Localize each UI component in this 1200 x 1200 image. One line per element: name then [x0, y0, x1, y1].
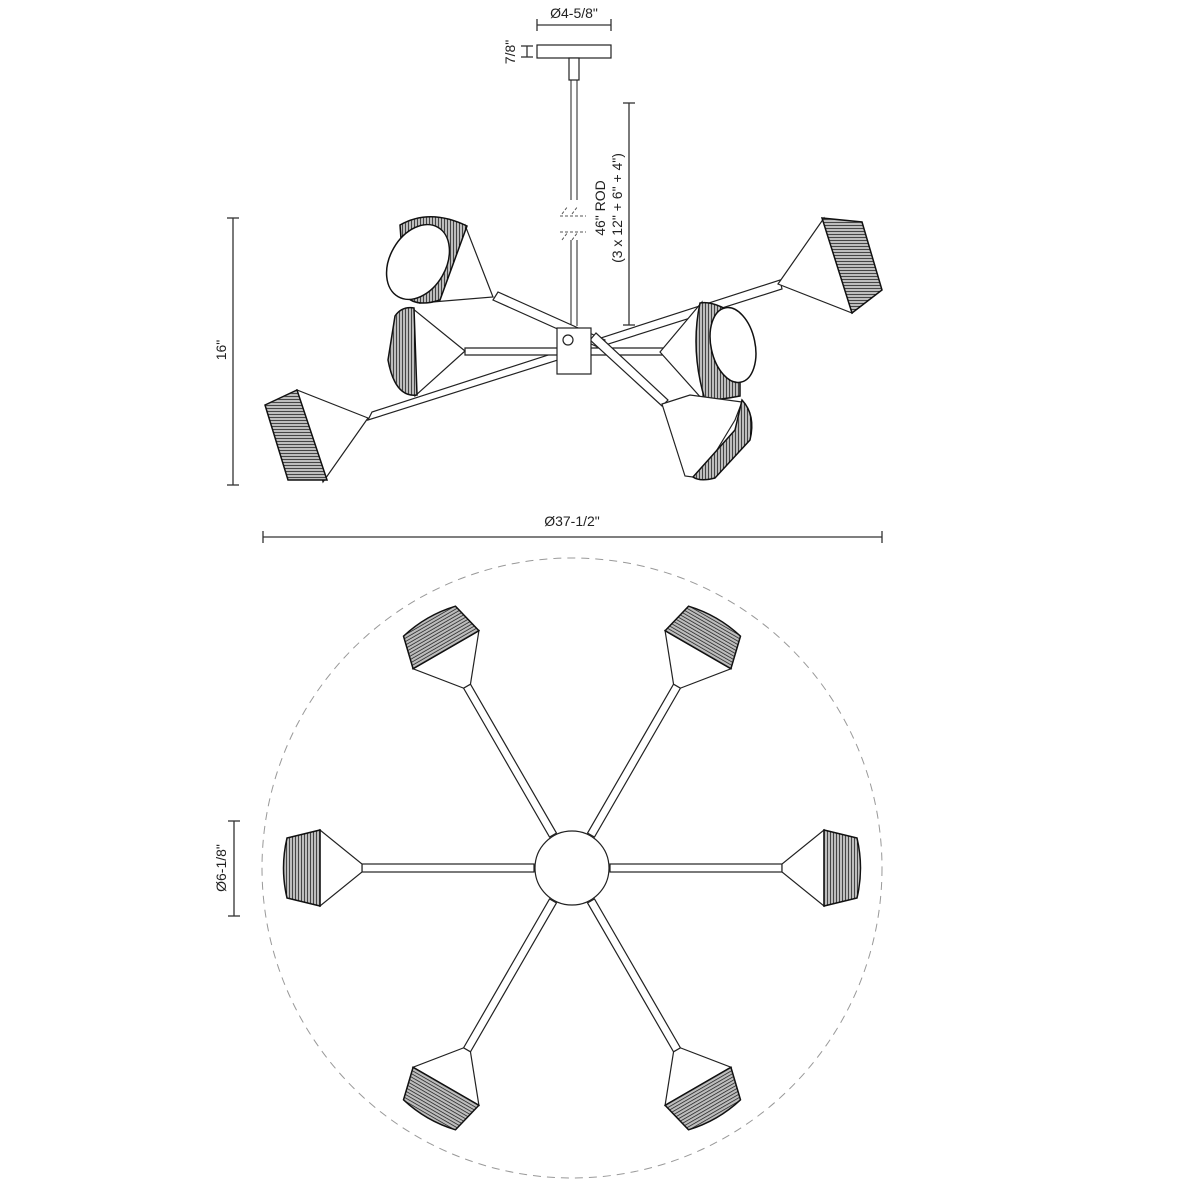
- arm-180: [282, 828, 535, 908]
- arm-end-cap: [562, 334, 574, 346]
- shade-mid-left: [387, 306, 466, 398]
- arm-300: [586, 605, 742, 838]
- shade-left-low: [264, 388, 369, 484]
- canopy-diameter-dimension: Ø4-5/8": [536, 5, 612, 31]
- canopy-height-dimension: 7/8": [502, 40, 533, 64]
- rod: [560, 80, 588, 326]
- rod-length-dimension: 46" ROD (3 x 12" + 6" + 4"): [592, 102, 635, 326]
- rod-length-label: 46" ROD: [592, 180, 608, 236]
- arms-and-shades: [282, 605, 862, 1131]
- overall-diameter-label: Ø37-1/2": [544, 513, 600, 529]
- shade-diameter-dimension: Ø6-1/8": [213, 820, 240, 917]
- overall-diameter-dimension: Ø37-1/2": [262, 513, 883, 543]
- rod-composition-label: (3 x 12" + 6" + 4"): [609, 153, 625, 263]
- center-hub-top: [534, 830, 610, 906]
- shade-right-high: [777, 216, 883, 315]
- arm-60: [586, 898, 742, 1131]
- arm-0: [609, 828, 862, 908]
- fixture-height-label: 16": [213, 340, 229, 361]
- canopy-height-label: 7/8": [502, 40, 518, 64]
- arm-240: [402, 605, 558, 838]
- center-hub-side: [556, 327, 592, 375]
- canopy: [536, 44, 612, 59]
- arm-120: [402, 898, 558, 1131]
- overall-diameter-circle: [261, 557, 883, 1179]
- fixture-height-dimension: 16": [213, 217, 239, 486]
- canopy-swivel: [568, 57, 580, 81]
- shade-lower-right: [661, 394, 753, 481]
- shade-mid-right: [659, 300, 757, 402]
- top-plan-view: Ø6-1/8": [213, 557, 883, 1179]
- side-elevation-view: Ø4-5/8" 7/8" 46" ROD (3 x 12" + 6" + 4"): [213, 5, 883, 486]
- shade-diameter-label: Ø6-1/8": [213, 844, 229, 892]
- canopy-diameter-label: Ø4-5/8": [550, 5, 598, 21]
- shade-upper-left: [385, 216, 494, 304]
